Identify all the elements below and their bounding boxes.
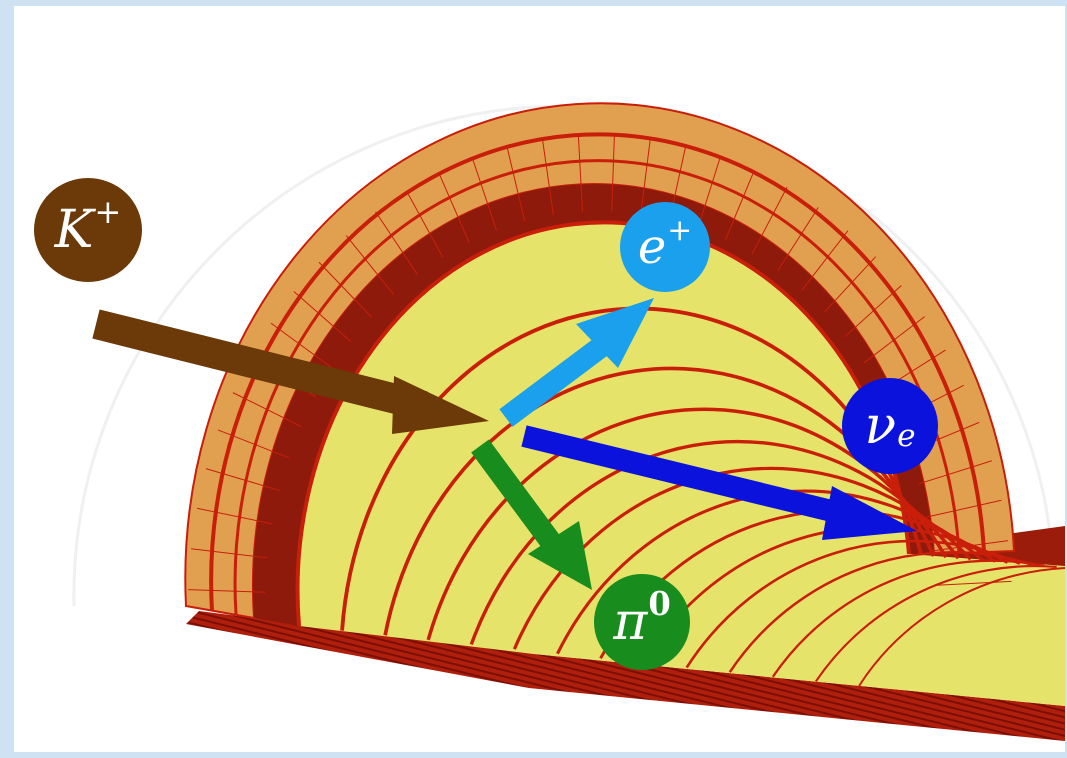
radial-tick <box>188 589 266 593</box>
radial-tick <box>697 156 721 229</box>
segment-ring <box>426 407 948 641</box>
radial-tick <box>472 158 497 231</box>
radial-tick <box>196 507 273 525</box>
radial-tick <box>863 316 925 364</box>
positron-arrow-icon <box>499 298 654 427</box>
segment-ring <box>728 551 1033 673</box>
segment-ring <box>295 220 911 627</box>
radial-tick <box>438 173 470 243</box>
kaon-arrow-icon <box>92 309 489 434</box>
segment-ring <box>469 439 960 646</box>
neutrino-arrow-icon <box>521 425 917 540</box>
kaon-symbol: K <box>54 200 94 260</box>
neutrino-symbol: ν <box>864 396 897 456</box>
pion-symbol: π <box>613 592 648 652</box>
segment-rings <box>295 220 1065 687</box>
pion-arrow-icon <box>471 439 592 590</box>
radial-tick <box>844 285 902 337</box>
radial-tick <box>934 580 1012 586</box>
segment-ring <box>815 565 1057 682</box>
radial-tick <box>217 429 290 459</box>
radial-tick <box>542 140 554 215</box>
positron-charge: + <box>667 212 693 248</box>
radial-tick <box>191 548 268 559</box>
segment-ring <box>685 539 1021 669</box>
outer-ring-mid <box>209 132 986 612</box>
radial-tick <box>506 147 526 222</box>
kaon-charge: + <box>94 193 122 232</box>
radial-tick <box>205 468 280 491</box>
radial-tick <box>406 190 444 258</box>
radial-tick <box>751 186 788 255</box>
radial-tick <box>931 540 1009 552</box>
radial-tick <box>926 499 1002 518</box>
radial-tick <box>777 207 819 272</box>
detector-scene <box>72 102 1065 741</box>
radial-tick <box>725 170 755 240</box>
neutrino-flavor: e <box>897 418 916 455</box>
pion-charge: 0 <box>648 585 671 624</box>
positron-symbol: e <box>637 219 667 275</box>
radial-tick <box>270 322 333 369</box>
radial-tick <box>577 136 583 212</box>
radial-tick <box>611 136 615 212</box>
radial-tick <box>232 392 302 428</box>
radial-tick <box>801 230 849 291</box>
segment-ring <box>771 559 1045 678</box>
positron-label: e+ <box>620 202 710 292</box>
segment-ring <box>858 567 1065 687</box>
radial-tick <box>823 256 877 313</box>
bottom-cut-slab <box>186 611 1065 741</box>
radial-tick <box>345 235 395 296</box>
radial-tick <box>375 211 418 276</box>
kaon-label: K+ <box>34 178 142 282</box>
radial-tick <box>318 261 372 318</box>
radial-tick <box>293 291 352 343</box>
radial-tick <box>640 139 651 215</box>
radial-tick <box>918 460 992 485</box>
outer-ring <box>184 102 1016 620</box>
